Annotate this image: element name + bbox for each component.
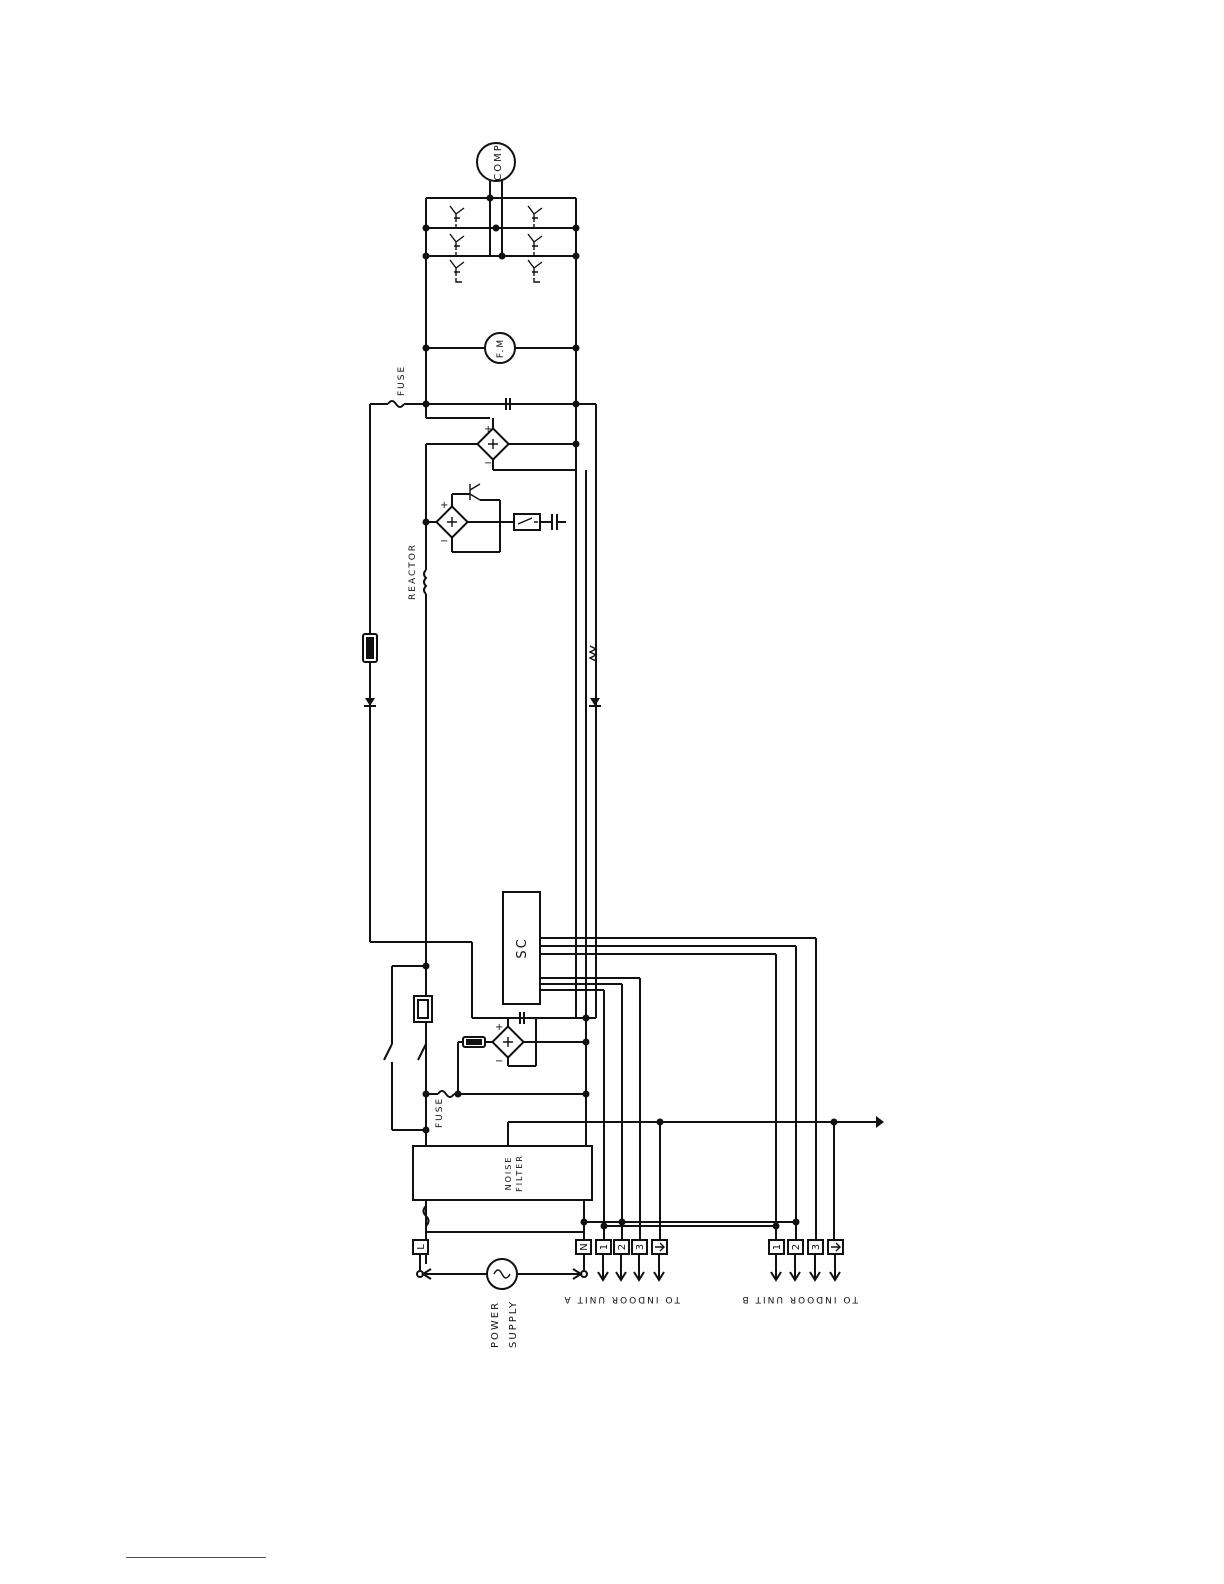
- igbt-transistor: [450, 234, 464, 256]
- indoor-unit-a-label: TO INDOOR UNIT A: [562, 1294, 681, 1304]
- relay-switch: [514, 444, 576, 530]
- igbt-transistor: [450, 206, 464, 228]
- indoor-unit-b-leads: TO INDOOR UNIT B: [740, 1254, 859, 1304]
- igbt-transistor: [450, 260, 464, 282]
- plus-sign: +: [440, 500, 448, 511]
- terminal-a2-label: 2: [617, 1244, 628, 1250]
- igbt-transistor: [528, 260, 542, 282]
- igbt-transistor: [528, 206, 542, 228]
- sc-label: SC: [515, 937, 530, 958]
- plus-sign: +: [484, 424, 492, 435]
- power-supply: POWER SUPPLY: [417, 1254, 587, 1348]
- noise-filter: NOISE FILTER: [413, 1096, 800, 1240]
- indoor-unit-a-leads: TO INDOOR UNIT A: [562, 1254, 681, 1304]
- indoor-unit-b-label: TO INDOOR UNIT B: [740, 1294, 859, 1304]
- minus-sign: −: [484, 458, 492, 469]
- terminal-n-label: N: [579, 1243, 590, 1250]
- terminal-a3-label: 3: [635, 1244, 646, 1250]
- right-sense-branch: [586, 470, 601, 1096]
- compressor-motor: COMP: [477, 143, 515, 256]
- plus-sign: +: [495, 1022, 503, 1033]
- power-supply-label-2: SUPPLY: [508, 1300, 519, 1348]
- terminal-b1-label: 1: [772, 1244, 783, 1250]
- fan-motor-label: F.M: [496, 338, 506, 358]
- left-protection-branch: [363, 404, 506, 1018]
- terminal-b3-label: 3: [811, 1244, 822, 1250]
- igbt-transistor: [528, 234, 542, 256]
- bridge-rectifier-2: + −: [423, 484, 517, 552]
- minus-sign: −: [440, 536, 448, 547]
- minus-sign: −: [495, 1056, 503, 1067]
- bridge-rectifier-3: + −: [458, 1012, 596, 1094]
- compressor-label: COMP: [493, 143, 504, 181]
- noise-filter-label-1: NOISE: [504, 1156, 513, 1191]
- reactor-label: REACTOR: [408, 543, 418, 600]
- main-switch: [384, 963, 432, 1134]
- noise-filter-label-2: FILTER: [515, 1154, 524, 1192]
- fuse-top-label: FUSE: [397, 365, 407, 396]
- terminal-block: L N 1 2 3 1 2 3: [413, 1240, 843, 1254]
- terminal-l-label: L: [416, 1244, 427, 1250]
- dc-bus-top: FUSE: [370, 365, 596, 1018]
- fuse-bottom-label: FUSE: [435, 1097, 445, 1128]
- footnote-rule: [126, 1557, 266, 1558]
- power-supply-label-1: POWER: [490, 1301, 501, 1348]
- terminal-b2-label: 2: [791, 1244, 802, 1250]
- fan-motor: F.M: [423, 333, 580, 363]
- terminal-a1-label: 1: [599, 1244, 610, 1250]
